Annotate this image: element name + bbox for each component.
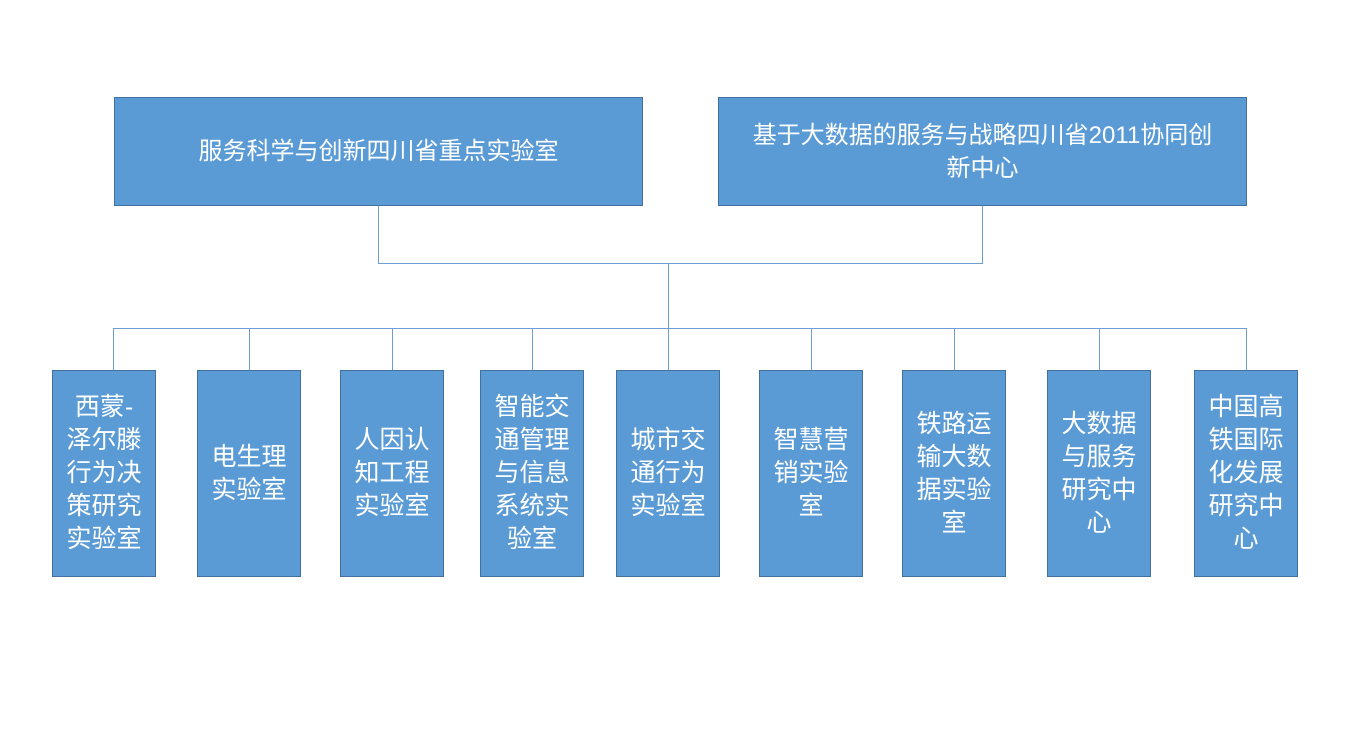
connector-line xyxy=(392,328,393,370)
org-node-label: 基于大数据的服务与战略四川省2011协同创 新中心 xyxy=(752,121,1213,182)
connector-line xyxy=(249,328,250,370)
org-node-label: 人因认 知工程 实验室 xyxy=(354,426,430,520)
org-node-key-laboratory: 服务科学与创新四川省重点实验室 xyxy=(114,97,643,206)
org-node-electrophysiology-lab: 电生理 实验室 xyxy=(197,370,301,577)
connector-line xyxy=(1099,328,1100,370)
org-node-big-data-service-research-center: 大数据 与服务 研究中 心 xyxy=(1047,370,1151,577)
org-node-human-factors-cognitive-engineering-lab: 人因认 知工程 实验室 xyxy=(340,370,444,577)
org-node-simon-selten-behavior-decision-lab: 西蒙- 泽尔滕 行为决 策研究 实验室 xyxy=(52,370,156,577)
org-node-label: 智能交 通管理 与信息 系统实 验室 xyxy=(494,393,570,553)
org-node-label: 智慧营 销实验 室 xyxy=(773,426,849,520)
connector-line xyxy=(982,206,983,263)
org-node-label: 中国高 铁国际 化发展 研究中 心 xyxy=(1208,393,1284,553)
connector-line xyxy=(668,328,669,370)
org-node-intelligent-transport-info-systems-lab: 智能交 通管理 与信息 系统实 验室 xyxy=(480,370,584,577)
connector-line xyxy=(113,328,1247,329)
org-node-smart-marketing-lab: 智慧营 销实验 室 xyxy=(759,370,863,577)
org-node-label: 电生理 实验室 xyxy=(211,442,287,504)
org-node-label: 大数据 与服务 研究中 心 xyxy=(1061,409,1137,537)
org-node-label: 服务科学与创新四川省重点实验室 xyxy=(198,138,559,165)
org-node-urban-traffic-behavior-lab: 城市交 通行为 实验室 xyxy=(616,370,720,577)
connector-line xyxy=(378,263,983,264)
org-node-label: 城市交 通行为 实验室 xyxy=(630,426,706,520)
org-node-china-hsr-internationalization-center: 中国高 铁国际 化发展 研究中 心 xyxy=(1194,370,1298,577)
connector-line xyxy=(668,263,669,329)
connector-line xyxy=(811,328,812,370)
connector-line xyxy=(532,328,533,370)
org-node-label: 铁路运 输大数 据实验 室 xyxy=(916,409,992,537)
org-node-collaborative-innovation-center: 基于大数据的服务与战略四川省2011协同创 新中心 xyxy=(718,97,1247,206)
org-node-railway-transport-big-data-lab: 铁路运 输大数 据实验 室 xyxy=(902,370,1006,577)
connector-line xyxy=(1246,328,1247,370)
connector-line xyxy=(954,328,955,370)
org-node-label: 西蒙- 泽尔滕 行为决 策研究 实验室 xyxy=(66,393,142,553)
connector-line xyxy=(113,328,114,370)
connector-line xyxy=(378,206,379,263)
